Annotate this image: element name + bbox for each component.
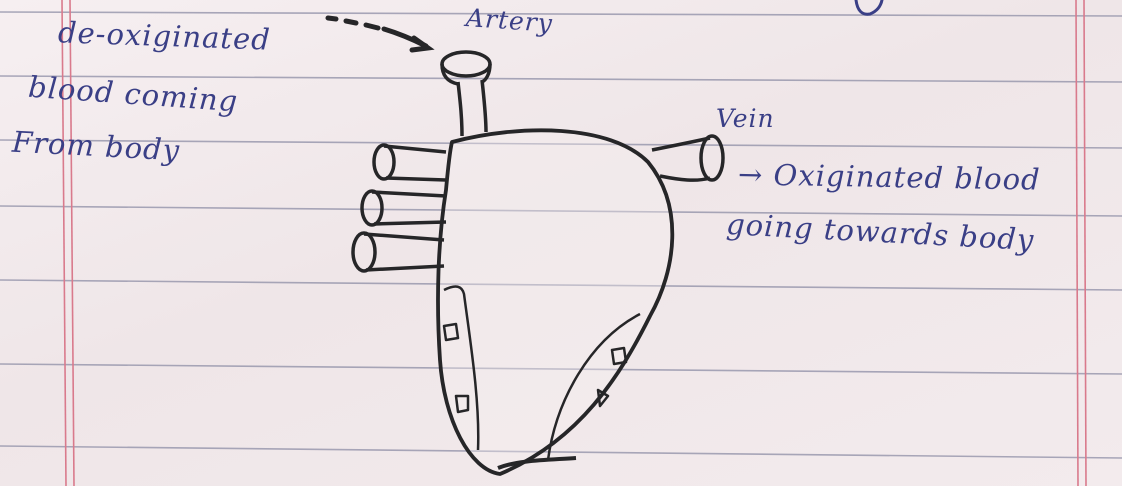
- left-vessel-middle: [362, 191, 446, 225]
- vein-vessel: [652, 136, 723, 180]
- left-vessel-top: [374, 145, 446, 180]
- artery-vessel: [442, 52, 490, 136]
- vein-label: Vein: [716, 106, 775, 131]
- artery-label: Artery: [465, 5, 553, 36]
- artery-opening: [442, 52, 490, 76]
- margin-line-right: [1084, 0, 1086, 486]
- oxygenated-label-line1: → Oxiginated blood: [738, 160, 1041, 194]
- ruled-line: [0, 446, 1122, 458]
- valve-mark: [598, 390, 608, 406]
- vein-opening: [701, 136, 723, 180]
- vessel-opening: [374, 145, 394, 179]
- left-vessels: [353, 145, 446, 271]
- ruled-line: [0, 12, 1122, 16]
- cut-off-ink-stroke: [856, 0, 882, 14]
- margin-line-right: [1076, 0, 1078, 486]
- vessel-opening: [362, 191, 382, 225]
- artery-arrow: [328, 18, 428, 50]
- vessel-opening: [353, 233, 375, 271]
- deoxygenated-label-line1: de-oxiginated: [58, 18, 272, 54]
- left-vessel-bottom: [353, 233, 444, 271]
- deoxygenated-label-line3: From body: [11, 128, 180, 166]
